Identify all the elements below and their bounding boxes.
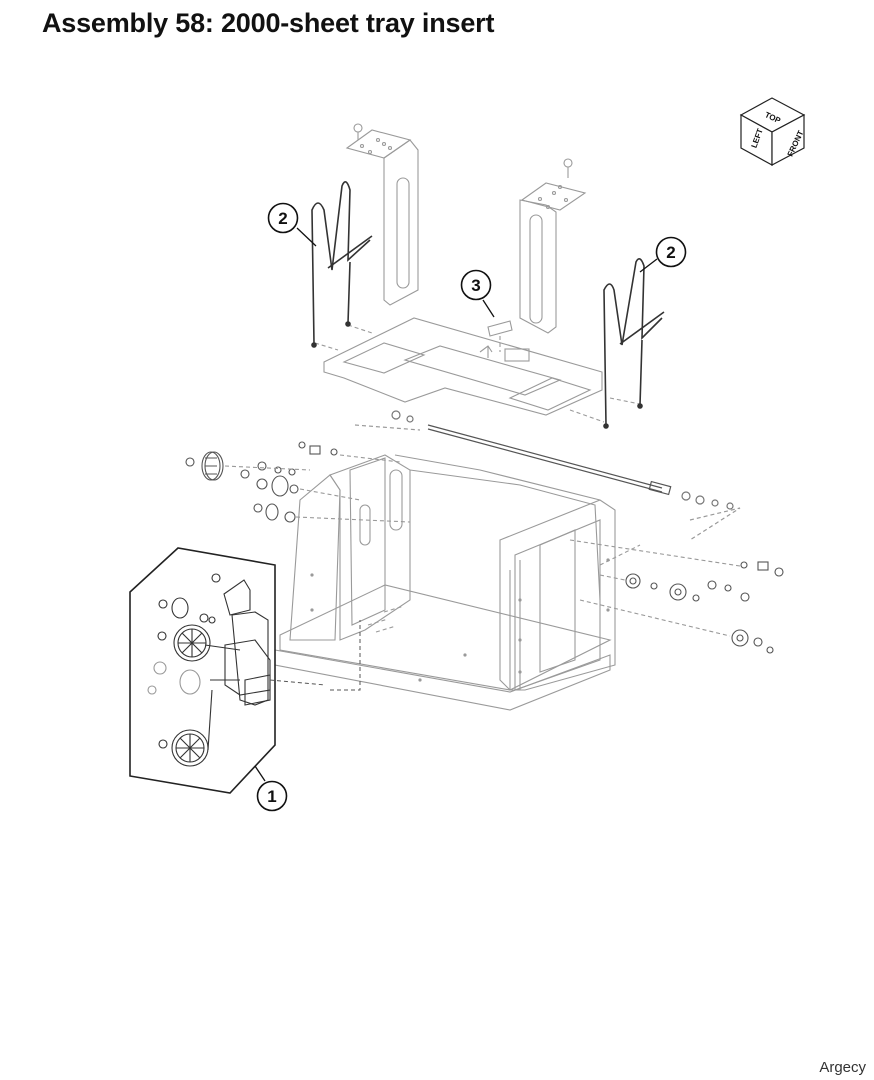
callout-label: 2 (666, 243, 675, 262)
right-side-parts (569, 539, 784, 654)
drive-shaft (354, 410, 741, 541)
callout-2-left: 2 (267, 202, 317, 247)
page-title: Assembly 58: 2000-sheet tray insert (42, 8, 495, 38)
tray-frame (274, 454, 616, 711)
orientation-cube: TOP LEFT FRONT (739, 97, 805, 167)
callout-3: 3 (460, 269, 495, 318)
footer-brand: Argecy (819, 1059, 866, 1076)
upper-assembly (314, 123, 641, 423)
spring-right (603, 258, 665, 429)
inset-gear-assembly (129, 547, 361, 794)
callout-label: 2 (278, 209, 287, 228)
left-side-parts (185, 441, 411, 523)
callout-label: 1 (267, 787, 276, 806)
callout-2-right: 2 (639, 236, 687, 273)
spring-left (311, 181, 373, 348)
callout-label: 3 (471, 276, 480, 295)
callout-1: 1 (254, 765, 288, 812)
